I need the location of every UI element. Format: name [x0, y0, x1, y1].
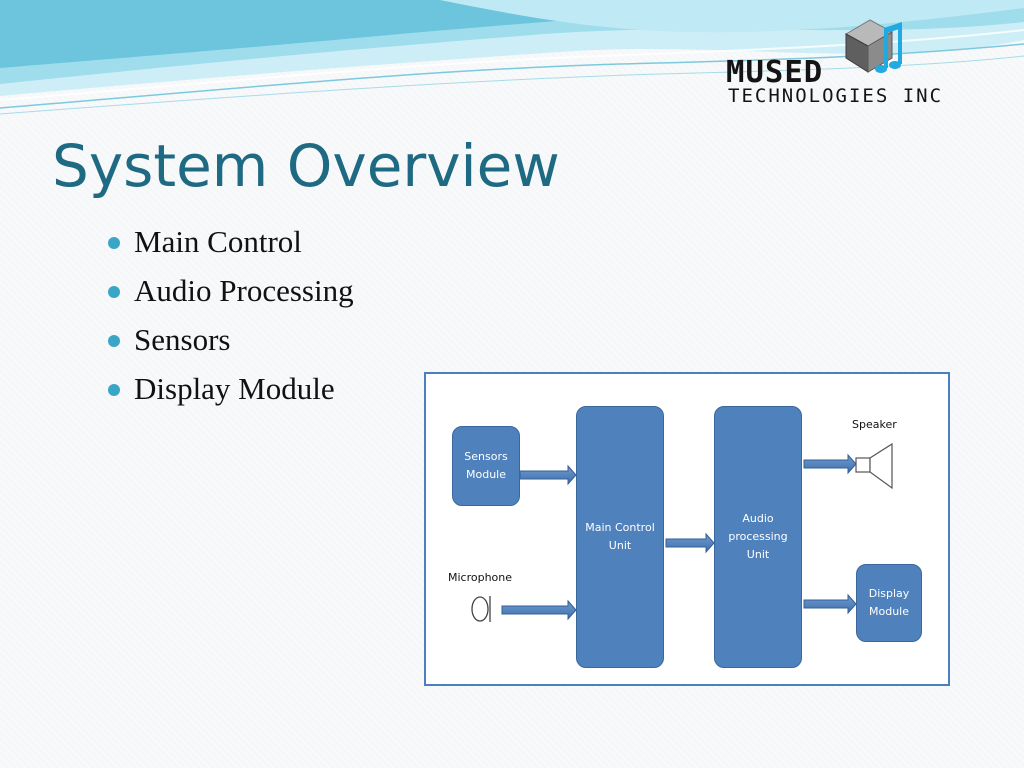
block-main-control-unit: Main Control Unit: [576, 406, 664, 668]
bullet-item-sensors: Sensors: [106, 318, 354, 367]
arrow-right-icon: [519, 464, 577, 486]
block-label: Main Control Unit: [585, 521, 655, 552]
wave-line-1: [0, 43, 1024, 109]
bullet-item-audio-processing: Audio Processing: [106, 269, 354, 318]
bullet-list: Main Control Audio Processing Sensors Di…: [106, 220, 354, 416]
logo-wordmark-technologies: TECHNOLOGIES INC: [728, 85, 944, 107]
arrow-right-icon: [803, 593, 857, 615]
bullet-icon: [108, 237, 120, 249]
bullet-icon: [108, 335, 120, 347]
bullet-text: Audio Processing: [134, 273, 354, 308]
bullet-text: Sensors: [134, 322, 231, 357]
block-label: Sensors Module: [464, 450, 508, 481]
cube-music-note-icon: [844, 19, 902, 73]
system-block-diagram: Sensors Module Main Control Unit Audio p…: [424, 372, 950, 686]
bullet-icon: [108, 286, 120, 298]
speaker-icon: [855, 442, 893, 490]
bullet-item-main-control: Main Control: [106, 220, 354, 269]
diagram-connectors: [471, 442, 893, 622]
wave-line-2: [0, 55, 1024, 115]
block-audio-processing-unit: Audio processing Unit: [714, 406, 802, 668]
arrow-right-icon: [501, 599, 577, 621]
company-logo: MUSED TECHNOLOGIES INC: [724, 14, 1010, 106]
block-sensors-module: Sensors Module: [452, 426, 520, 506]
microphone-label: Microphone: [448, 571, 513, 584]
bullet-icon: [108, 384, 120, 396]
arrow-right-icon: [665, 532, 715, 554]
bullet-text: Display Module: [134, 371, 335, 406]
bullet-text: Main Control: [134, 224, 302, 259]
block-label: Display Module: [868, 587, 910, 618]
block-display-module: Display Module: [856, 564, 922, 642]
block-label: Audio processing Unit: [728, 512, 788, 561]
header-wave-decoration: [0, 0, 1024, 115]
wave-band-strong: [0, 0, 840, 68]
microphone-icon: [471, 596, 491, 622]
arrow-right-icon: [803, 453, 857, 475]
bullet-item-display-module: Display Module: [106, 367, 354, 416]
slide-title: System Overview: [52, 132, 560, 200]
speaker-label: Speaker: [852, 418, 897, 431]
logo-wordmark-mused: MUSED: [726, 55, 824, 90]
